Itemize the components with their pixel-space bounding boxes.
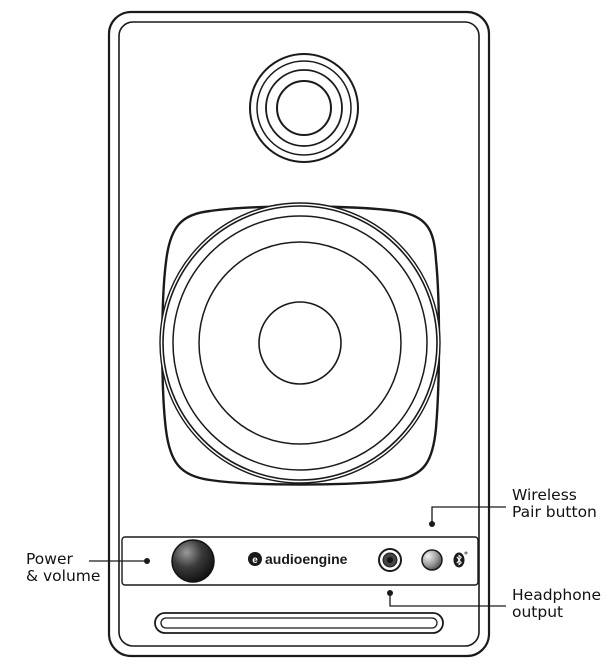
callout-headphone-line1: Headphone bbox=[512, 586, 602, 604]
callout-power-line2: & volume bbox=[26, 567, 101, 585]
pair-button[interactable] bbox=[421, 549, 443, 571]
brand-wordmark: audioengine bbox=[265, 551, 348, 567]
wireless-pair-callout: Wireless Pair button bbox=[512, 487, 597, 521]
volume-knob[interactable] bbox=[171, 539, 215, 583]
bluetooth-icon bbox=[453, 551, 468, 568]
callout-power-line1: Power bbox=[26, 550, 73, 568]
power-volume-callout: Power & volume bbox=[26, 551, 100, 585]
bass-port-slot bbox=[154, 612, 444, 634]
headphone-output-callout: Headphone output bbox=[512, 587, 601, 621]
headphone-jack[interactable] bbox=[378, 548, 402, 572]
callout-pair-line1: Wireless bbox=[512, 486, 577, 504]
callout-pair-line2: Pair button bbox=[512, 503, 597, 521]
svg-text:e: e bbox=[252, 555, 258, 566]
tweeter bbox=[249, 53, 359, 163]
audioengine-logo: e audioengine bbox=[248, 551, 348, 567]
callout-headphone-line2: output bbox=[512, 603, 564, 621]
leader-lines bbox=[89, 506, 506, 607]
woofer bbox=[159, 202, 441, 486]
